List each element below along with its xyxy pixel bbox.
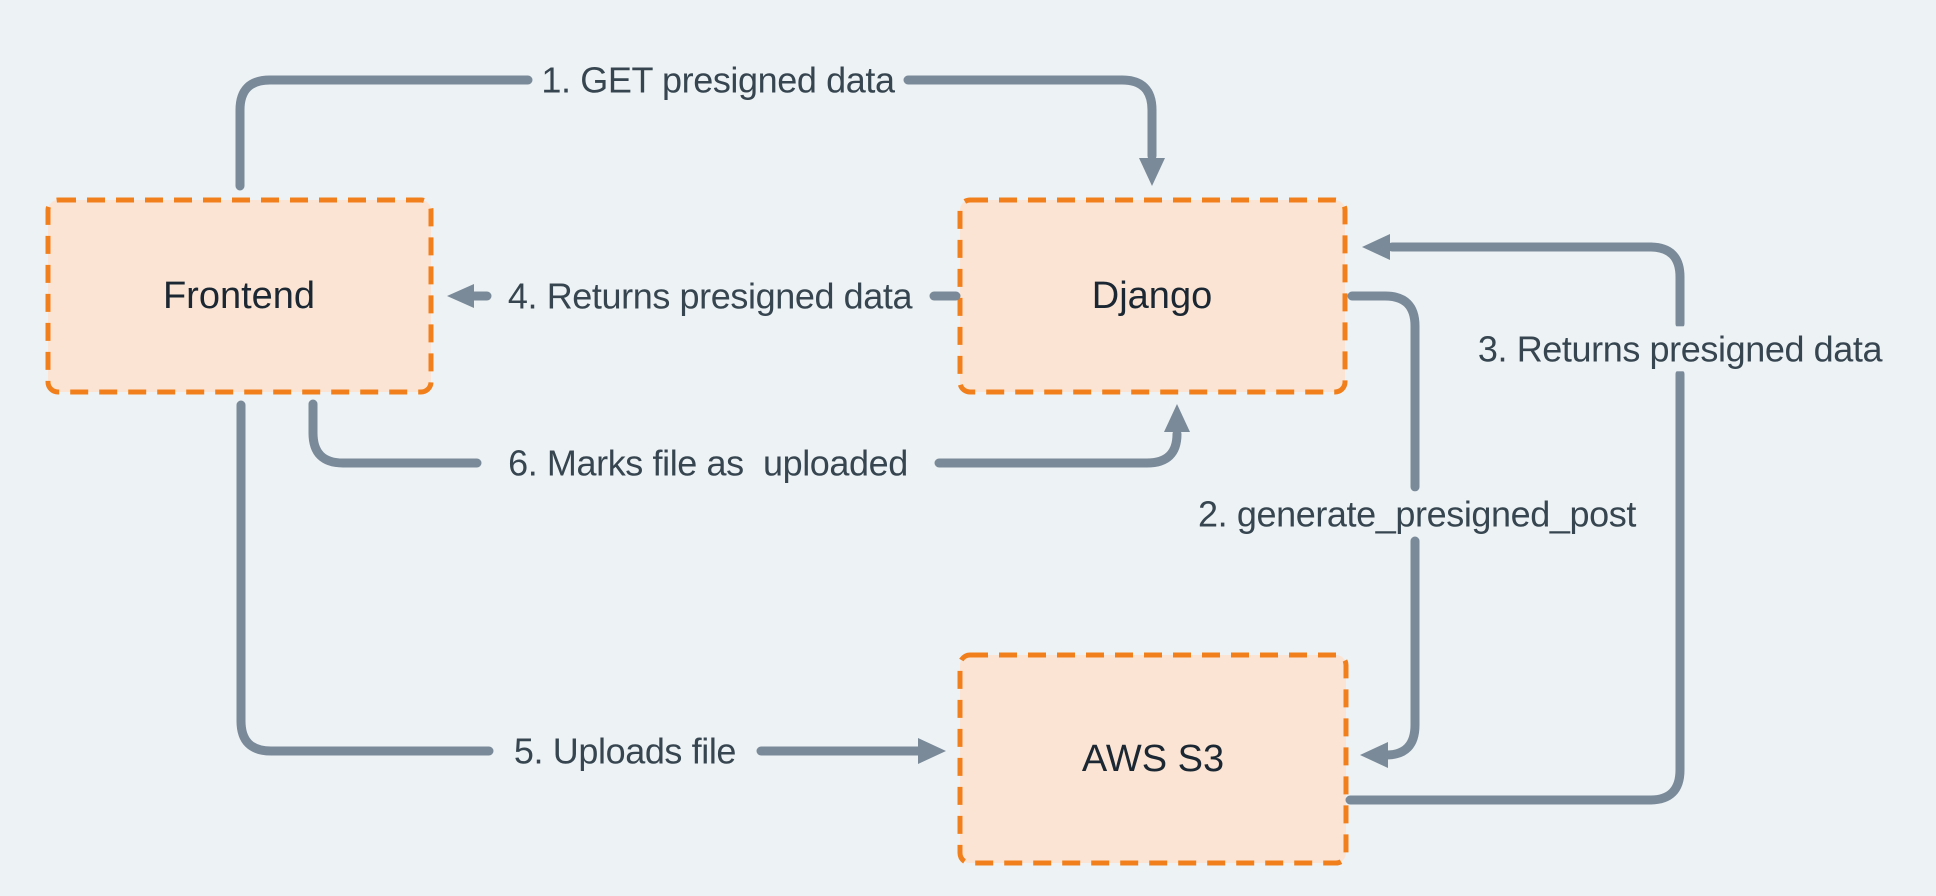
node-frontend-box [45,197,434,395]
arrow-2-arrowhead-left [1360,742,1388,768]
arrow-2-segment-start [1347,291,1420,492]
arrow-3-segment-start [1345,369,1685,805]
arrow-3-segment-end [1387,242,1685,329]
arrow-3-returns-presigned-data [1345,234,1685,805]
edge-label-3-returns-presigned-data: 3. Returns presigned data [1471,326,1889,372]
node-django-box [957,197,1348,395]
edge-label-4-returns-presigned-data: 4. Returns presigned data [501,273,919,319]
arrow-6-segment-end [934,429,1182,468]
node-aws-s3-box [957,652,1349,866]
edge-label-2-generate-presigned-post: 2. generate_presigned_post [1192,491,1642,537]
edge-label-5-uploads-file: 5. Uploads file [507,728,743,774]
arrow-1-segment-end [903,75,1157,161]
arrow-5-arrowhead-right [918,738,946,764]
arrow-1-arrowhead-down [1139,158,1165,186]
arrow-6-marks-file-uploaded [308,399,1190,468]
arrow-6-arrowhead-up [1164,404,1190,432]
arrow-1-get-presigned-data [235,75,1165,191]
arrow-2-generate-presigned-post [1347,291,1420,768]
arrow-2-segment-end [1381,536,1420,760]
node-frontend-label: Frontend [162,275,316,318]
arrow-4-arrowhead-left [447,284,474,308]
arrow-5-segment-start [236,400,494,756]
arrow-3-arrowhead-left [1362,234,1390,260]
arrow-5-uploads-file [236,400,946,764]
edge-label-1-get-presigned-data: 1. GET presigned data [535,57,901,103]
node-aws-s3-label: AWS S3 [1081,738,1225,781]
arrow-4-returns-presigned-data [447,284,961,308]
arrow-6-segment-start [308,399,482,468]
node-django-label: Django [1091,275,1213,318]
arrow-1-segment-start [235,75,533,191]
edge-label-6-marks-file-uploaded: 6. Marks file as uploaded [502,440,914,486]
